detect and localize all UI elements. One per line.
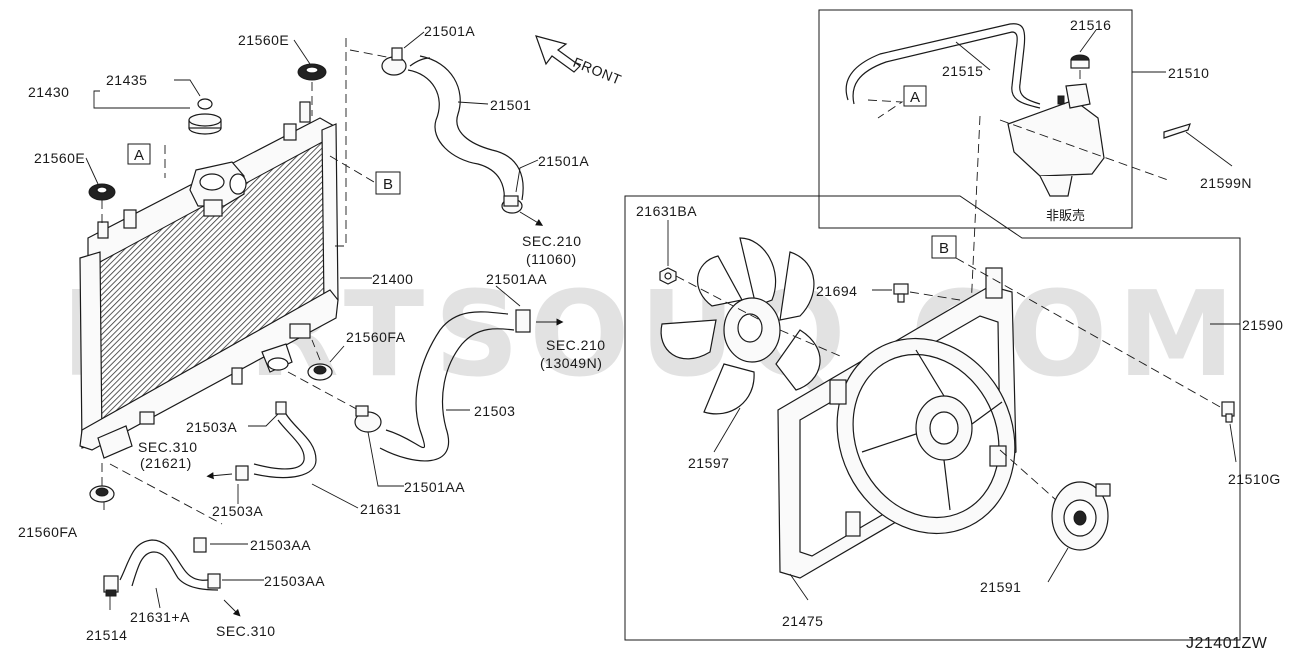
part-label-21631BA[interactable]: 21631BA (636, 203, 697, 219)
hose-21631A[interactable] (119, 537, 221, 591)
bolt-21694[interactable] (893, 283, 909, 303)
part-label-21400[interactable]: 21400 (372, 271, 413, 287)
radiator-assembly[interactable] (79, 101, 339, 459)
lower-hose[interactable] (379, 311, 515, 462)
grommet-top[interactable] (297, 63, 327, 81)
reservoir-tank-21510[interactable] (1007, 83, 1105, 197)
upper-hose[interactable] (407, 55, 524, 205)
part-label-21430[interactable]: 21430 (28, 84, 69, 100)
part-label-21503AA-2[interactable]: 21503AA (264, 573, 325, 589)
part-label-21510G[interactable]: 21510G (1228, 471, 1281, 487)
part-label-21501AA-top[interactable]: 21501AA (486, 271, 547, 287)
part-label-21560FA-mid[interactable]: 21560FA (346, 329, 406, 345)
svg-text:A: A (910, 89, 920, 106)
bolt-21510G[interactable] (1221, 401, 1235, 423)
ref-box-b-fan: B (931, 235, 957, 259)
diagram-code: J21401ZW (1186, 635, 1268, 652)
sec-ref-210-mid-line2: (13049N) (540, 355, 602, 371)
ref-box-a-reservoir: A (903, 85, 927, 107)
sec-ref-210-top-line2: (11060) (526, 251, 577, 267)
sec-ref-310-left-line2: (21621) (140, 455, 192, 471)
ref-box-a-left: A (127, 143, 151, 165)
grommet-left[interactable] (88, 183, 116, 201)
fan-motor-21591[interactable] (1051, 481, 1111, 551)
fan-callout-box (624, 195, 1241, 641)
svg-text:B: B (383, 176, 393, 193)
drain-plug-21514[interactable] (103, 575, 119, 597)
part-label-21590[interactable]: 21590 (1242, 317, 1283, 333)
part-label-21501A-top[interactable]: 21501A (424, 23, 475, 39)
grommet-bottom[interactable] (89, 485, 115, 503)
sec-ref-210-mid-line1[interactable]: SEC.210 (546, 337, 606, 353)
not-for-sale-note: 非販売 (1046, 208, 1085, 223)
part-label-21503[interactable]: 21503 (474, 403, 515, 419)
part-label-21501[interactable]: 21501 (490, 97, 531, 113)
part-label-21694[interactable]: 21694 (816, 283, 857, 299)
reservoir-callout-box (818, 9, 1133, 229)
part-label-21503A-bottom[interactable]: 21503A (212, 503, 263, 519)
part-label-21591[interactable]: 21591 (980, 579, 1021, 595)
part-label-21599N[interactable]: 21599N (1200, 175, 1252, 191)
hose-clamp-mid[interactable] (501, 195, 523, 214)
svg-text:B: B (939, 240, 949, 257)
hose-clamp-right[interactable] (515, 309, 531, 333)
sec-ref-310-left-line1[interactable]: SEC.310 (138, 439, 198, 455)
part-label-21475[interactable]: 21475 (782, 613, 823, 629)
part-label-21503AA-1[interactable]: 21503AA (250, 537, 311, 553)
part-label-21501A-mid[interactable]: 21501A (538, 153, 589, 169)
reservoir-cap-21516[interactable] (1070, 54, 1090, 69)
part-label-21514[interactable]: 21514 (86, 627, 127, 643)
part-label-21501AA-bottom[interactable]: 21501AA (404, 479, 465, 495)
ref-box-b-left: B (375, 171, 401, 195)
bypass-hose-21631[interactable] (235, 401, 317, 481)
front-label: FRONT (571, 54, 624, 88)
part-label-21560E-left[interactable]: 21560E (34, 150, 85, 166)
part-label-21597[interactable]: 21597 (688, 455, 729, 471)
part-21599N[interactable] (1163, 123, 1191, 139)
part-label-21516[interactable]: 21516 (1070, 17, 1111, 33)
grommet-mid[interactable] (307, 363, 333, 381)
sec-ref-310-bottom[interactable]: SEC.310 (216, 623, 276, 639)
reservoir-hose-21515[interactable] (845, 23, 1041, 109)
part-label-21560E-top[interactable]: 21560E (238, 32, 289, 48)
svg-text:A: A (134, 147, 144, 164)
part-label-21503A-mid[interactable]: 21503A (186, 419, 237, 435)
part-label-21435[interactable]: 21435 (106, 72, 147, 88)
part-label-21510[interactable]: 21510 (1168, 65, 1209, 81)
part-label-21560FA-bottom[interactable]: 21560FA (18, 524, 78, 540)
fan-shroud-21475[interactable] (777, 267, 1047, 579)
hose-clamp-bottom[interactable] (354, 405, 382, 433)
front-direction-arrow (535, 35, 581, 73)
nut-21631BA[interactable] (659, 267, 677, 285)
hose-clamp-top[interactable] (381, 47, 407, 76)
radiator-cap[interactable] (188, 98, 222, 135)
part-label-21631[interactable]: 21631 (360, 501, 401, 517)
sec-ref-210-top-line1[interactable]: SEC.210 (522, 233, 582, 249)
part-label-21631A[interactable]: 21631+A (130, 609, 190, 625)
part-label-21515[interactable]: 21515 (942, 63, 983, 79)
fan-blade-21597[interactable] (660, 237, 821, 415)
